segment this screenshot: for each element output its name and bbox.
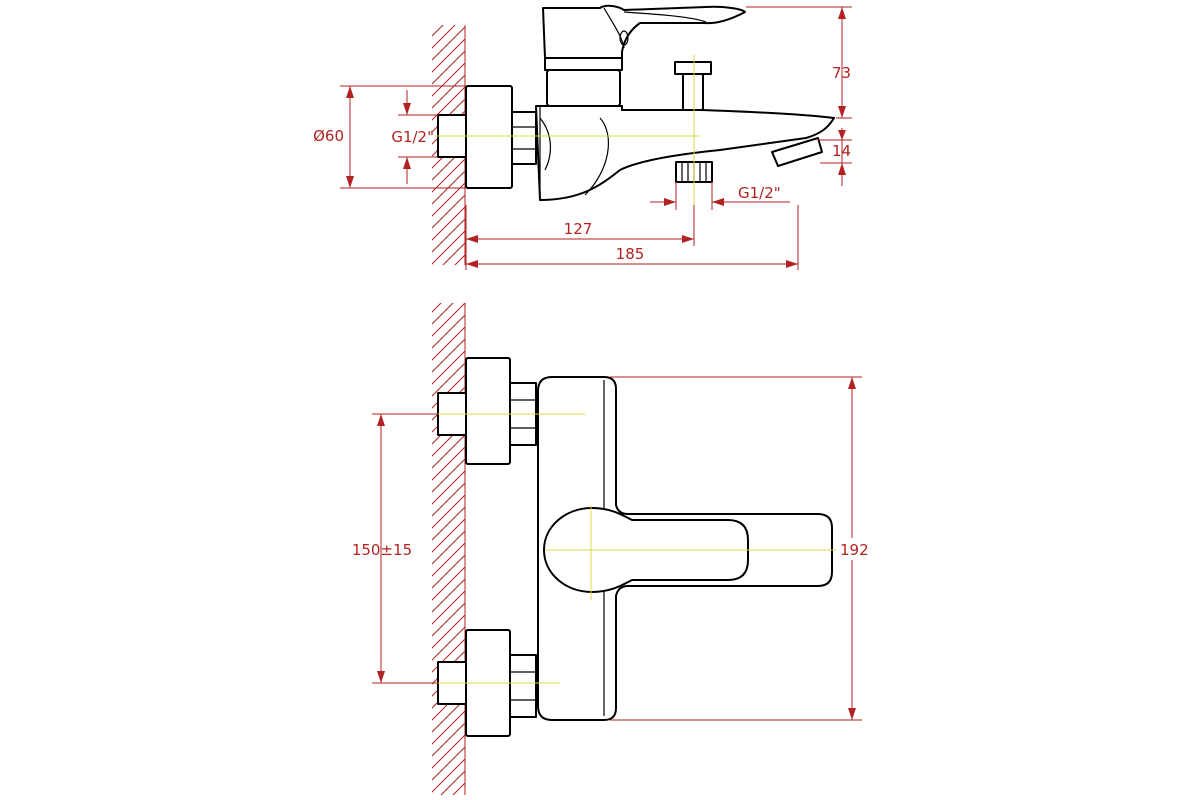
dim-inlet-spacing: 150±15 bbox=[352, 541, 412, 559]
side-view-dimensions: Ø60 G1/2" 73 14 G1/2" bbox=[313, 6, 852, 270]
wall-hatch-bottom bbox=[432, 303, 465, 795]
diverter-knob-stem bbox=[682, 73, 704, 111]
mixer-body-side bbox=[535, 105, 835, 201]
diverter-knob-cap bbox=[674, 61, 712, 75]
dim-height-top: 73 bbox=[832, 64, 851, 82]
dim-to-outlet: 127 bbox=[564, 220, 593, 238]
side-view-centerlines bbox=[435, 55, 700, 205]
dim-overall-width: 192 bbox=[840, 541, 869, 559]
connector-nut-lower bbox=[509, 654, 537, 718]
cartridge-collar-side bbox=[544, 57, 623, 71]
aerator-side bbox=[771, 137, 823, 167]
dim-inlet-thread: G1/2" bbox=[391, 128, 434, 146]
front-view bbox=[432, 303, 833, 795]
side-view bbox=[432, 4, 835, 265]
wall-flange-side bbox=[465, 85, 513, 189]
wall-flange-upper bbox=[465, 357, 511, 465]
front-view-dimensions: 150±15 192 bbox=[352, 376, 870, 721]
dim-overall-depth: 185 bbox=[616, 245, 645, 263]
dim-diameter: Ø60 bbox=[313, 127, 344, 145]
front-view-centerlines bbox=[435, 413, 845, 684]
dim-outlet-thread: G1/2" bbox=[738, 184, 781, 202]
connector-nut-side bbox=[511, 111, 537, 165]
dim-spout-drop: 14 bbox=[832, 142, 851, 160]
